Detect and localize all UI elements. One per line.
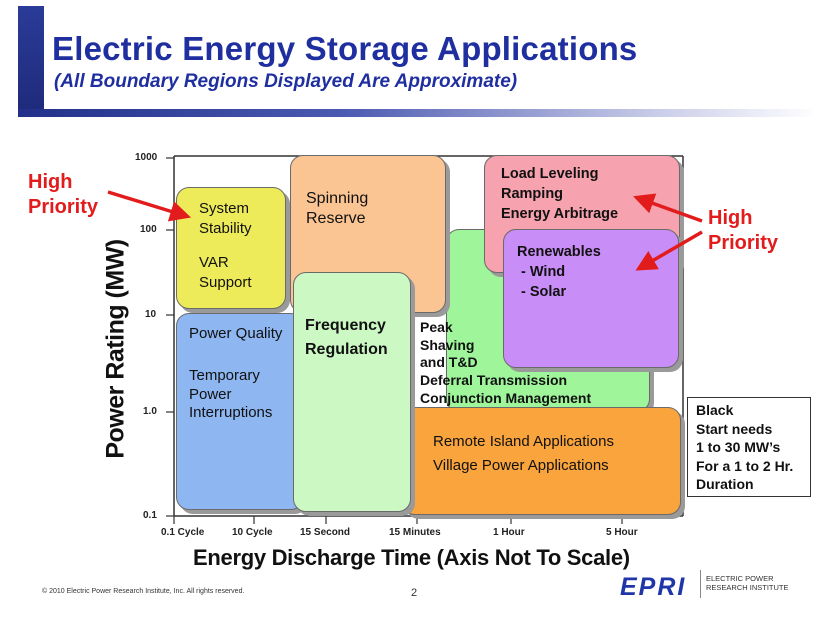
title-underline	[18, 109, 818, 117]
renewables-line2: - Wind	[521, 264, 566, 280]
left-priority-line2: Priority	[28, 196, 99, 218]
logo-divider	[700, 570, 701, 598]
slide-subtitle: (All Boundary Regions Displayed Are Appr…	[54, 71, 518, 92]
slide-title: Electric Energy Storage Applications	[52, 30, 638, 67]
renewables-line1: Renewables	[517, 244, 601, 260]
title-accent-bar	[18, 6, 44, 116]
black-start-line3: 1 to 30 MW’s	[696, 439, 781, 455]
region-frequency-regulation	[293, 272, 411, 512]
x-tick-10-cycle: 10 Cycle	[232, 527, 273, 538]
peak-shaving-line4: Deferral Transmission	[420, 372, 568, 388]
system-stability-line1: System	[199, 200, 250, 217]
power-quality-line1: Power Quality	[189, 325, 283, 342]
x-axis-label: Energy Discharge Time (Axis Not To Scale…	[193, 545, 630, 570]
load-leveling-line3: Energy Arbitrage	[501, 206, 619, 222]
right-priority-line2: Priority	[708, 232, 779, 254]
organization-name-line2: RESEARCH INSTITUTE	[706, 583, 789, 592]
power-quality-line4: Interruptions	[189, 404, 273, 421]
epri-logo: EPRI	[620, 573, 687, 601]
y-tick-1: 1.0	[143, 406, 157, 417]
region-system-stability	[176, 187, 286, 309]
region-remote-island	[402, 407, 681, 515]
remote-island-line1: Remote Island Applications	[433, 433, 614, 450]
y-tick-0-1: 0.1	[143, 510, 157, 521]
remote-island-line2: Village Power Applications	[433, 457, 609, 474]
black-start-line1: Black	[696, 402, 734, 418]
system-stability-line3: VAR	[199, 254, 229, 271]
left-priority-line1: High	[28, 171, 73, 193]
x-tick-15-minutes: 15 Minutes	[389, 527, 441, 538]
organization-name: ELECTRIC POWER RESEARCH INSTITUTE	[706, 574, 789, 592]
frequency-regulation-line1: Frequency	[305, 317, 386, 334]
black-start-line5: Duration	[696, 476, 754, 492]
power-quality-line3: Power	[189, 386, 232, 403]
load-leveling-line1: Load Leveling	[501, 166, 599, 182]
load-leveling-line2: Ramping	[501, 186, 564, 202]
black-start-line2: Start needs	[696, 420, 773, 437]
spinning-reserve-line2: Reserve	[306, 210, 366, 227]
y-tick-10: 10	[145, 309, 157, 320]
power-quality-line2: Temporary	[189, 367, 260, 384]
system-stability-line4: Support	[199, 274, 252, 291]
peak-shaving-line1: Peak	[420, 319, 453, 335]
y-tick-1000: 1000	[135, 152, 158, 163]
arrow-to-load-leveling	[633, 193, 703, 223]
renewables-line3: - Solar	[521, 284, 567, 300]
region-power-quality	[176, 313, 304, 510]
organization-name-line1: ELECTRIC POWER	[706, 574, 774, 583]
page-number: 2	[411, 587, 418, 599]
right-priority-line1: High	[708, 207, 753, 229]
y-tick-100: 100	[140, 224, 157, 235]
x-tick-5-hour: 5 Hour	[606, 527, 638, 538]
system-stability-line2: Stability	[199, 220, 252, 237]
arrow-to-system-stability	[107, 190, 192, 222]
frequency-regulation-line2: Regulation	[305, 341, 388, 358]
x-tick-15-second: 15 Second	[300, 527, 351, 538]
arrow-to-renewables	[635, 230, 703, 271]
x-tick-0-1-cycle: 0.1 Cycle	[161, 527, 205, 538]
spinning-reserve-line1: Spinning	[306, 190, 369, 207]
peak-shaving-line2: Shaving	[420, 337, 475, 353]
peak-shaving-line5: Conjunction Management	[420, 390, 592, 406]
black-start-line4: For a 1 to 2 Hr.	[696, 457, 794, 474]
peak-shaving-line3: and T&D	[420, 354, 478, 370]
x-tick-1-hour: 1 Hour	[493, 527, 525, 538]
black-start-note: Black Start needs 1 to 30 MW’s For a 1 t…	[687, 397, 811, 497]
copyright-notice: © 2010 Electric Power Research Institute…	[42, 588, 245, 595]
